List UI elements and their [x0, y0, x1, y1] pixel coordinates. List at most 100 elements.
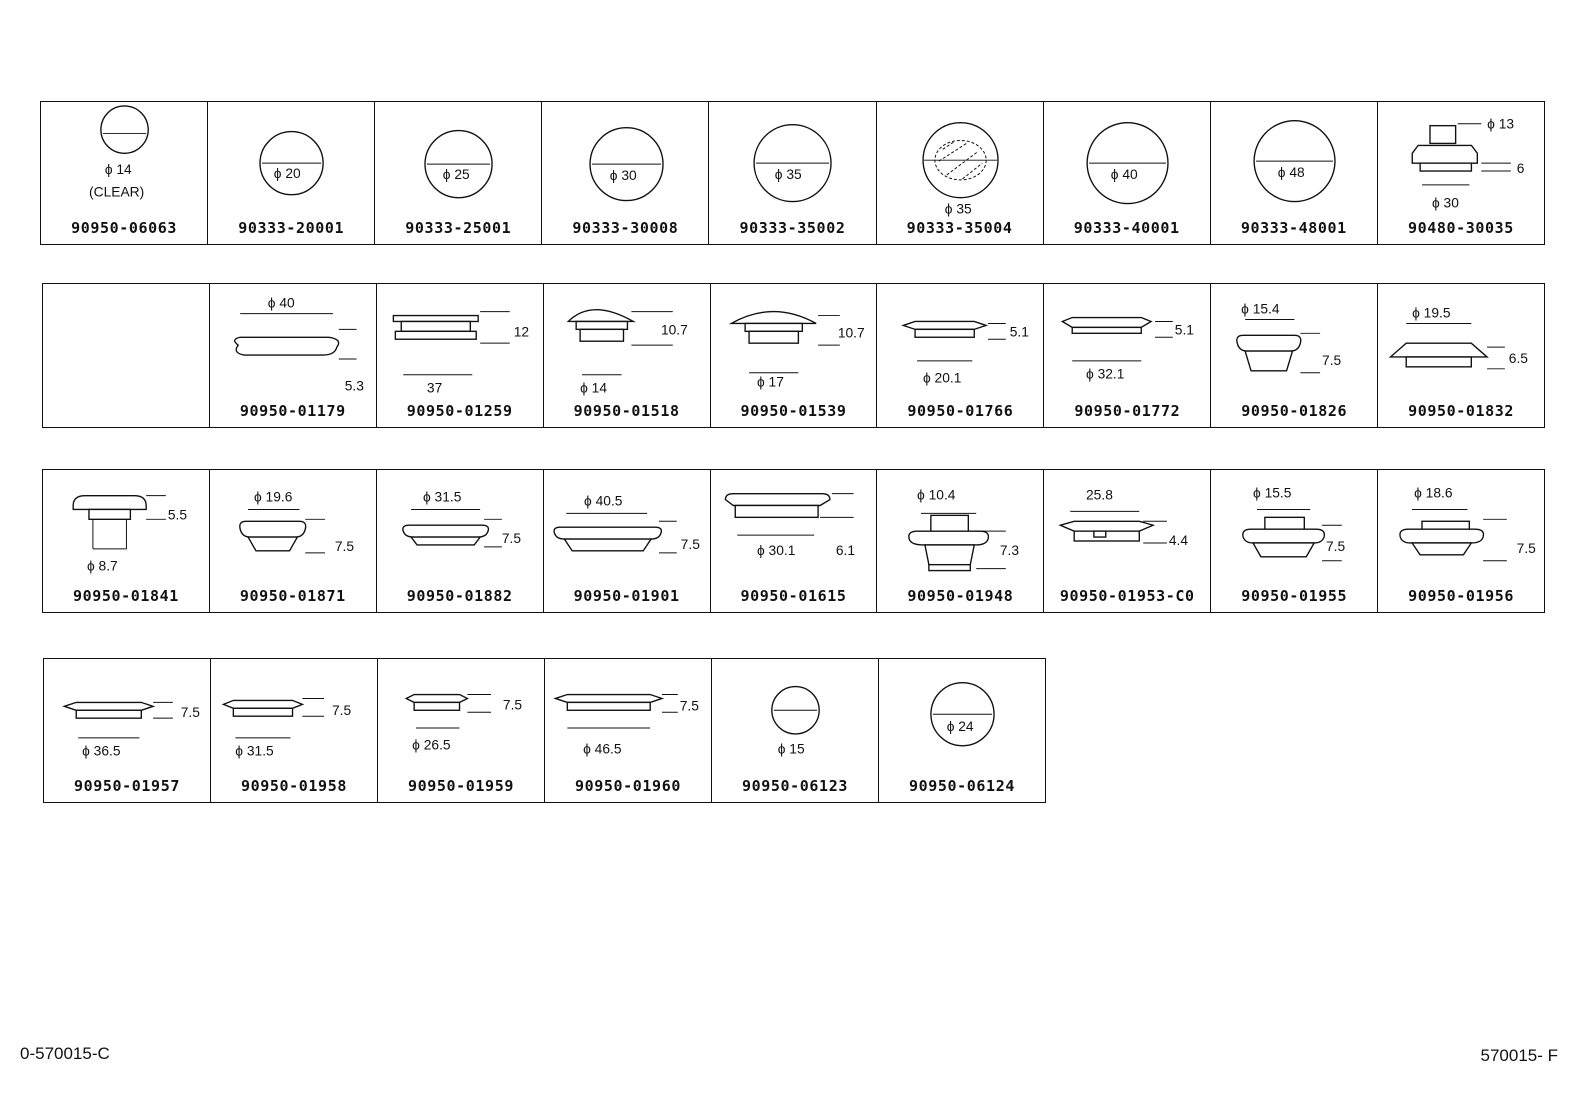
- dimension-label: 25.8: [1086, 488, 1113, 503]
- dimension-label: ϕ 19.5: [1412, 306, 1451, 321]
- plug-drawing: 7.5 ϕ 36.5: [62, 701, 200, 759]
- part-number: 90950-01871: [239, 587, 346, 605]
- drawing-reference-right: 570015- F: [1480, 1046, 1559, 1065]
- dimension-label: 5.1: [1175, 322, 1194, 337]
- part-cell: ϕ 15 90950-06123: [712, 659, 879, 802]
- dimension-label: (CLEAR): [89, 185, 144, 200]
- dimension-label: 37: [427, 380, 442, 395]
- plug-drawing: ϕ 18.6 7.5: [1399, 486, 1537, 562]
- part-cell: ϕ 35 90333-35002: [709, 102, 877, 244]
- plug-drawing: ϕ 48: [1253, 120, 1336, 203]
- dimension-label: 6.5: [1509, 351, 1529, 366]
- part-cell: ϕ 31.5 7.5 90950-01882: [377, 470, 544, 612]
- part-cell: ϕ 25 90333-25001: [375, 102, 543, 244]
- plug-drawing: ϕ 35: [921, 122, 999, 216]
- part-cell: 12 37 90950-01259: [377, 284, 544, 427]
- part-number: 90333-40001: [1073, 219, 1180, 237]
- dimension-label: ϕ 8.7: [87, 559, 118, 574]
- part-number: 90950-01960: [575, 777, 681, 795]
- dimension-label: 7.5: [502, 531, 522, 546]
- part-cell: ϕ 19.6 7.5 90950-01871: [210, 470, 377, 612]
- dimension-label: ϕ 10.4: [918, 488, 957, 503]
- part-cell: 7.5 ϕ 31.5 90950-01958: [211, 659, 378, 802]
- part-number: 90333-48001: [1240, 219, 1347, 237]
- part-cell: ϕ 40 5.3 90950-01179: [210, 284, 377, 427]
- plug-drawing: ϕ 30: [589, 126, 665, 202]
- part-number: 90950-01841: [72, 587, 179, 605]
- dimension-label: 7.5: [503, 697, 523, 712]
- part-cell: 5.1 ϕ 32.1 90950-01772: [1044, 284, 1212, 427]
- part-cell: ϕ 13 6 ϕ 30 90480-30035: [1378, 102, 1544, 244]
- dimension-label: ϕ 40: [1110, 167, 1137, 182]
- part-number: 90950-01882: [406, 587, 513, 605]
- plug-drawing: 7.5 ϕ 26.5: [404, 693, 523, 753]
- dimension-label: ϕ 35: [944, 201, 971, 216]
- dimension-label: ϕ 19.6: [254, 490, 293, 505]
- part-cell: ϕ 19.5 6.5 90950-01832: [1378, 284, 1544, 427]
- dimension-label: ϕ 14: [580, 380, 607, 395]
- part-cell: ϕ 30 90333-30008: [542, 102, 710, 244]
- dimension-label: ϕ 31.5: [235, 744, 274, 759]
- part-cell: 7.5 ϕ 46.5 90950-01960: [545, 659, 712, 802]
- plug-drawing: 10.7 ϕ 17: [728, 310, 864, 390]
- part-cell: ϕ 30.1 6.1 90950-01615: [711, 470, 878, 612]
- part-number: 90950-01766: [907, 402, 1014, 420]
- plug-drawing: ϕ 40.5 7.5: [553, 494, 700, 554]
- dimension-label: 12: [513, 324, 528, 339]
- dimension-label: ϕ 24: [947, 719, 974, 734]
- plug-drawing: ϕ 25: [424, 129, 493, 199]
- dimension-label: ϕ 15.4: [1241, 302, 1280, 317]
- part-cell: ϕ 35 90333-35004: [877, 102, 1044, 244]
- part-cell: ϕ 40.5 7.5 90950-01901: [544, 470, 711, 612]
- part-cell: ϕ 20 90333-20001: [208, 102, 376, 244]
- dimension-label: ϕ 26.5: [412, 738, 451, 753]
- dimension-label: ϕ 25: [443, 167, 470, 182]
- plug-drawing: ϕ 20: [259, 130, 324, 196]
- plug-drawing: ϕ 14 (CLEAR): [89, 105, 149, 200]
- dimension-label: ϕ 18.6: [1414, 486, 1453, 501]
- empty-cell: [43, 284, 210, 427]
- part-number: 90950-01901: [573, 587, 680, 605]
- plug-drawing: ϕ 40: [1086, 122, 1169, 205]
- drawing-reference-left: 0-570015-C: [20, 1044, 110, 1063]
- dimension-label: 7.5: [680, 537, 700, 552]
- part-number: 90950-01826: [1241, 402, 1348, 420]
- dimension-label: 7.5: [1517, 541, 1537, 556]
- dimension-label: 7.5: [332, 703, 352, 718]
- part-number: 90333-25001: [405, 219, 512, 237]
- parts-row-3: 5.5 ϕ 8.7 90950-01841 ϕ 19.6 7.5 90950-0…: [42, 469, 1545, 613]
- dimension-label: ϕ 30: [610, 168, 637, 183]
- dimension-label: 10.7: [837, 325, 864, 340]
- plug-drawing: ϕ 15: [771, 685, 820, 757]
- part-number: 90950-01518: [573, 402, 680, 420]
- plug-drawing: 12 37: [392, 311, 529, 395]
- part-cell: 25.8 4.4 90950-01953-C0: [1044, 470, 1212, 612]
- part-number: 90950-01953-C0: [1059, 587, 1195, 605]
- dimension-label: 4.4: [1169, 533, 1189, 548]
- part-number: 90950-01615: [740, 587, 847, 605]
- plug-drawing: 5.1 ϕ 32.1: [1061, 316, 1194, 382]
- dimension-label: ϕ 20.1: [923, 371, 961, 386]
- plug-drawing: ϕ 15.4 7.5: [1236, 302, 1342, 374]
- dimension-label: 10.7: [661, 322, 688, 337]
- part-number: 90950-01179: [239, 402, 346, 420]
- dimension-label: 5.5: [168, 507, 188, 522]
- dimension-label: ϕ 35: [775, 167, 802, 182]
- dimension-label: ϕ 40.5: [584, 494, 623, 509]
- plug-drawing: ϕ 40 5.3: [233, 296, 364, 394]
- dimension-label: ϕ 13: [1487, 117, 1514, 132]
- dimension-label: 5.1: [1010, 324, 1029, 339]
- part-number: 90950-06124: [909, 777, 1015, 795]
- plug-drawing: ϕ 15.5 7.5: [1242, 486, 1346, 562]
- part-number: 90950-06063: [71, 219, 178, 237]
- part-number: 90950-01957: [74, 777, 180, 795]
- plug-drawing: 7.5 ϕ 31.5: [221, 697, 352, 759]
- part-cell: ϕ 48 90333-48001: [1211, 102, 1378, 244]
- dimension-label: 6.1: [835, 543, 854, 558]
- dimension-label: ϕ 20: [274, 166, 301, 181]
- plug-drawing: ϕ 19.6 7.5: [239, 490, 354, 554]
- part-number: 90950-01959: [408, 777, 514, 795]
- dimension-label: ϕ 30.1: [757, 543, 795, 558]
- part-cell: ϕ 24 90950-06124: [879, 659, 1045, 802]
- plug-drawing: 25.8 4.4: [1058, 488, 1189, 548]
